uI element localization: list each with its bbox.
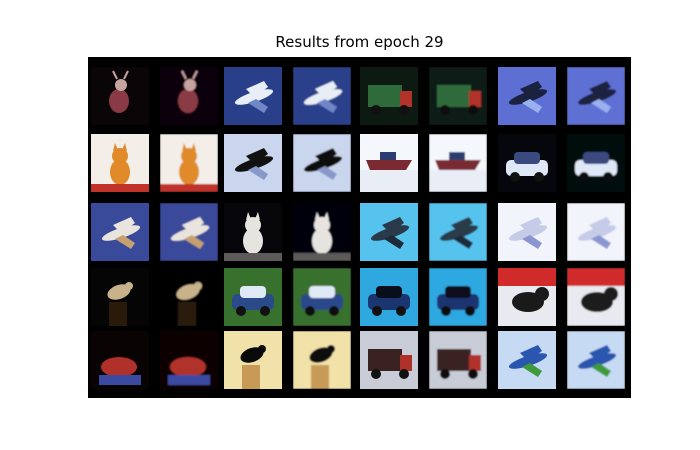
reconstructed-image-tile	[429, 268, 487, 326]
reconstructed-image-tile	[429, 67, 487, 125]
reconstructed-image-tile	[567, 67, 625, 125]
reconstructed-image-tile	[567, 203, 625, 261]
original-image-tile	[91, 268, 149, 326]
reconstructed-image-tile	[293, 203, 351, 261]
original-image-tile	[498, 203, 556, 261]
reconstructed-image-tile	[160, 67, 218, 125]
reconstructed-image-tile	[160, 203, 218, 261]
reconstructed-image-tile	[160, 268, 218, 326]
original-image-tile	[91, 67, 149, 125]
reconstructed-image-tile	[160, 331, 218, 389]
original-image-tile	[91, 331, 149, 389]
reconstructed-image-tile	[293, 67, 351, 125]
reconstructed-image-tile	[567, 134, 625, 192]
original-image-tile	[498, 268, 556, 326]
original-image-tile	[360, 331, 418, 389]
original-image-tile	[224, 331, 282, 389]
original-image-tile	[360, 134, 418, 192]
original-image-tile	[224, 67, 282, 125]
original-image-tile	[91, 203, 149, 261]
figure-title: Results from epoch 29	[275, 33, 444, 51]
reconstructed-image-tile	[567, 331, 625, 389]
reconstructed-image-tile	[293, 331, 351, 389]
original-image-tile	[91, 134, 149, 192]
original-image-tile	[498, 67, 556, 125]
original-image-tile	[360, 67, 418, 125]
original-image-tile	[224, 134, 282, 192]
reconstructed-image-tile	[567, 268, 625, 326]
reconstructed-image-tile	[429, 331, 487, 389]
original-image-tile	[224, 203, 282, 261]
reconstructed-image-tile	[429, 203, 487, 261]
reconstructed-image-tile	[293, 268, 351, 326]
reconstructed-image-tile	[293, 134, 351, 192]
original-image-tile	[360, 203, 418, 261]
original-image-tile	[360, 268, 418, 326]
original-image-tile	[498, 331, 556, 389]
reconstructed-image-tile	[429, 134, 487, 192]
reconstructed-image-tile	[160, 134, 218, 192]
original-image-tile	[498, 134, 556, 192]
original-image-tile	[224, 268, 282, 326]
image-grid	[88, 57, 631, 398]
